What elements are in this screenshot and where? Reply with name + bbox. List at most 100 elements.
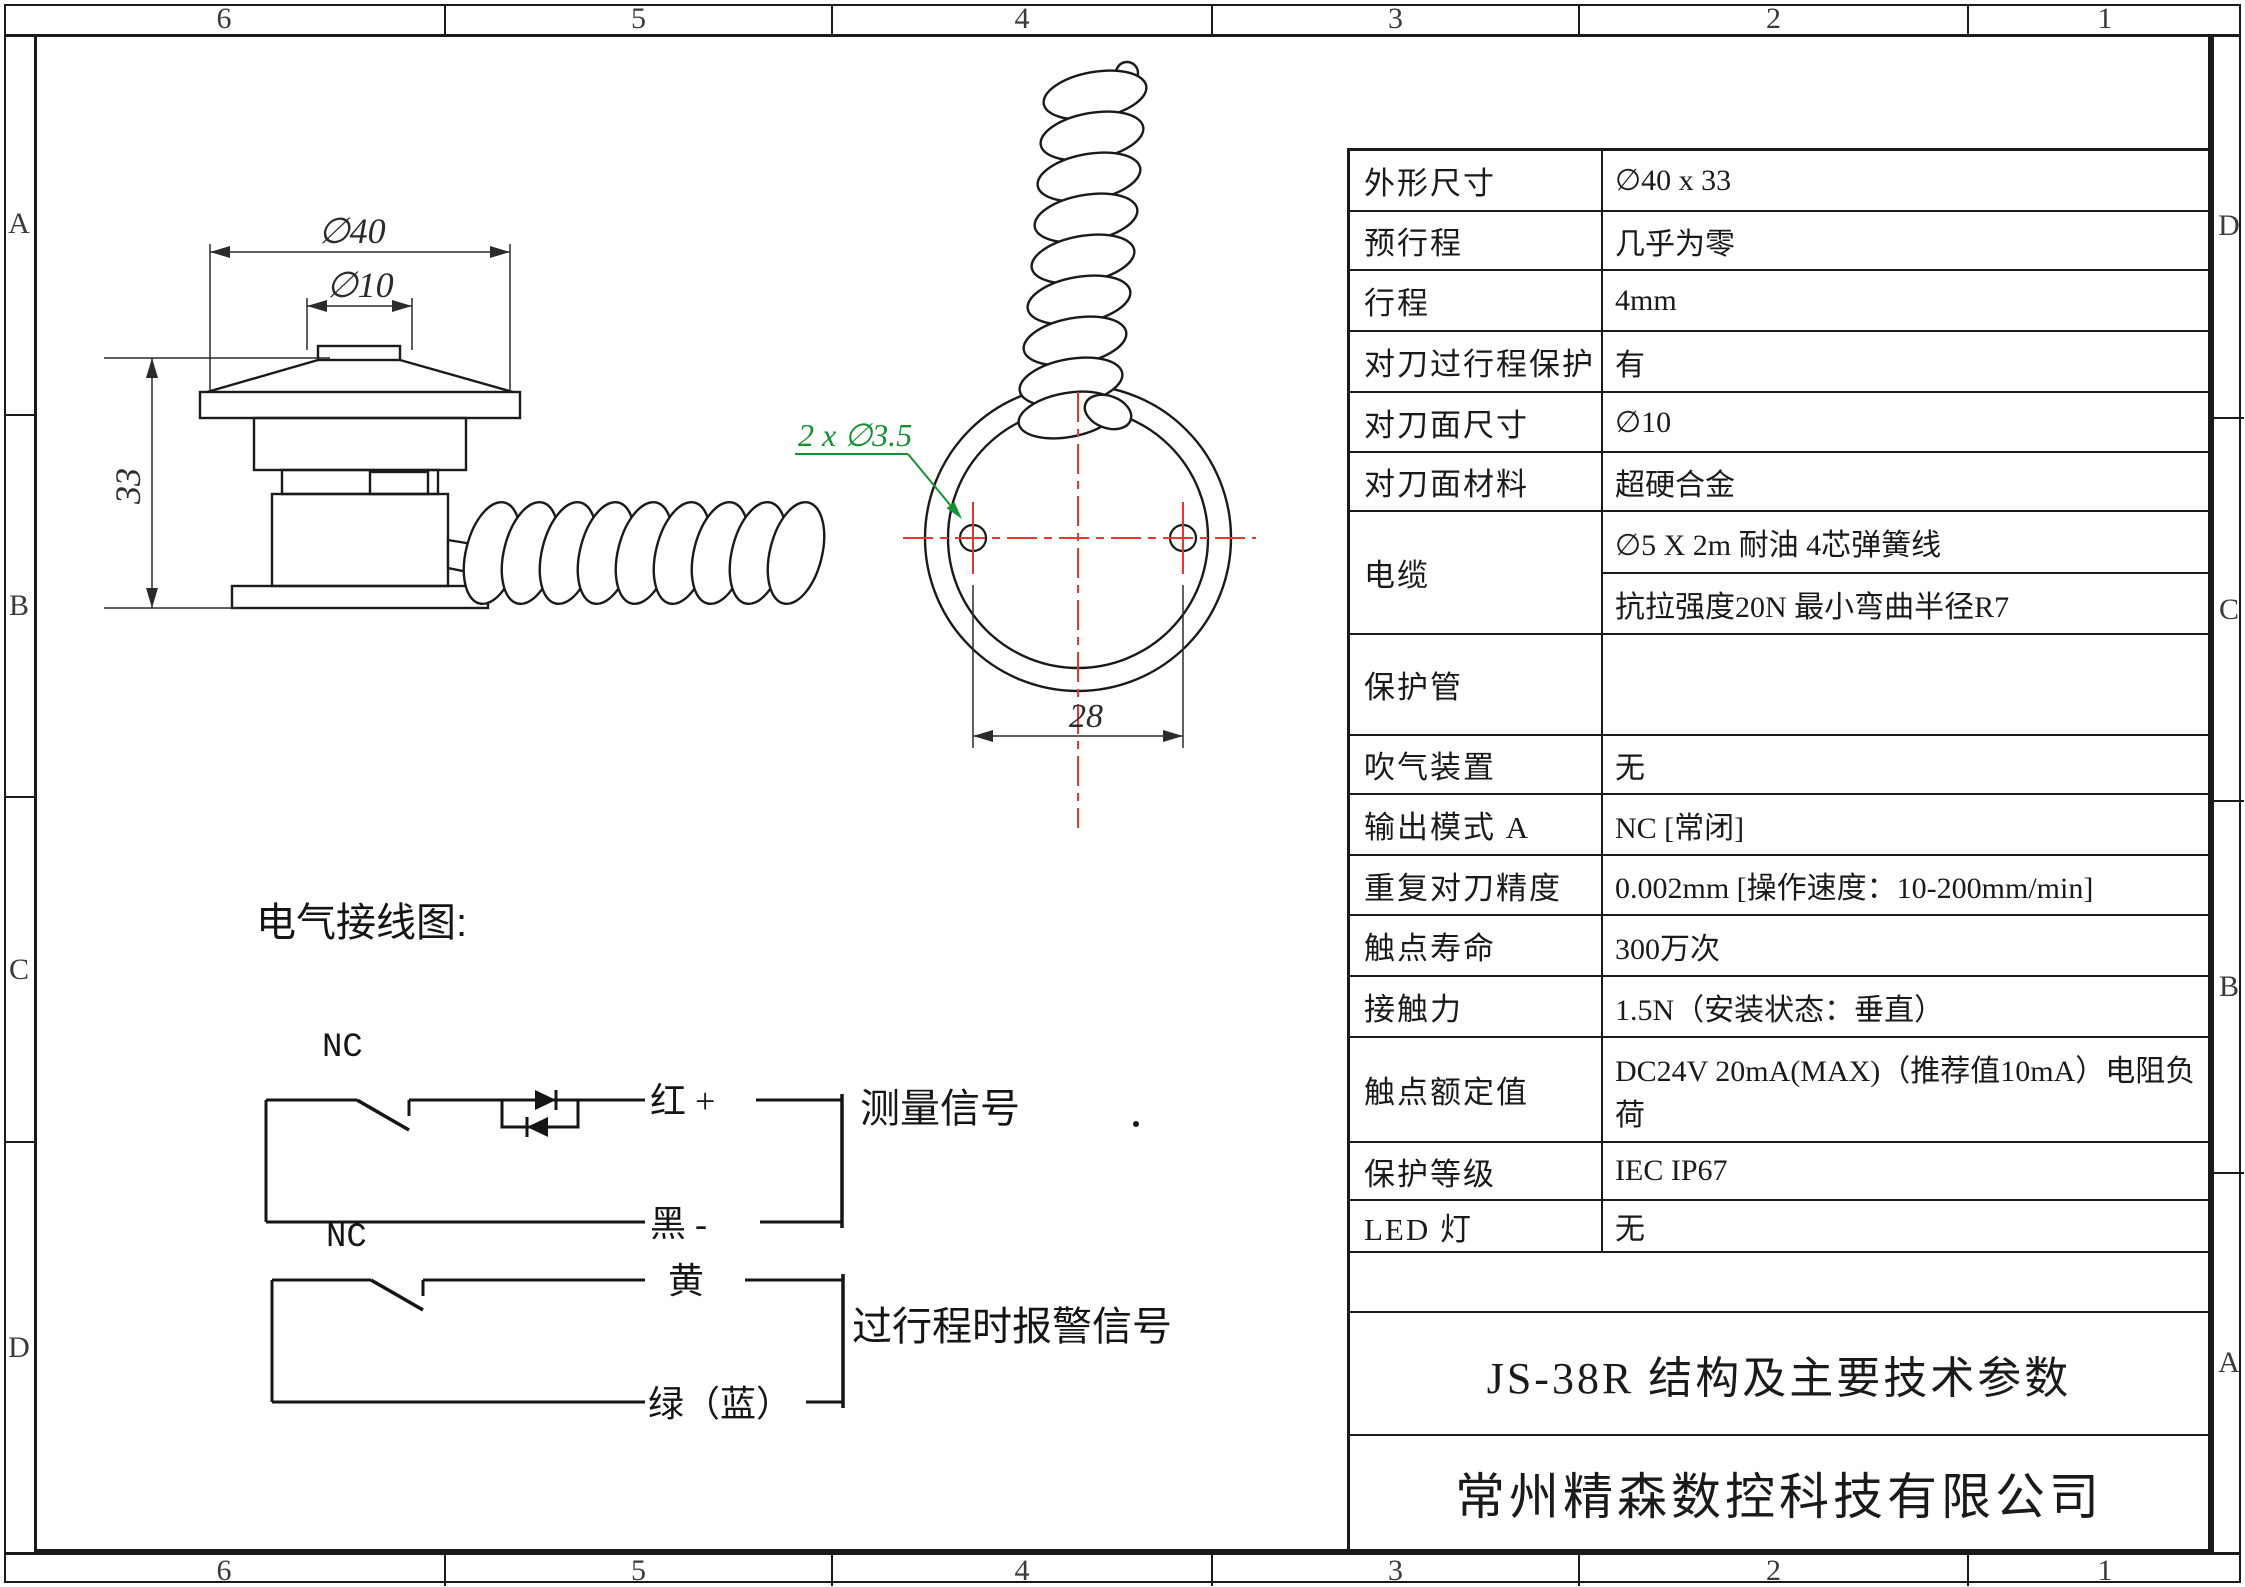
spec-value: 抗拉强度20N 最小弯曲半径R7 xyxy=(1615,590,2010,624)
spec-row: 吹气装置 无 xyxy=(1350,736,2208,795)
signal-alarm-label: 过行程时报警信号 xyxy=(852,1304,1172,1349)
zone-row: B xyxy=(4,416,34,798)
zone-label: D xyxy=(8,1330,30,1364)
zone-label: 6 xyxy=(216,1553,232,1587)
border-band-right: D C B A xyxy=(2211,34,2244,1552)
zone-label: A xyxy=(2218,1346,2240,1379)
wire-green-blue: 绿（蓝） xyxy=(648,1384,792,1424)
spec-row: 输出模式 A NC [常闭] xyxy=(1350,795,2208,856)
wiring-circuit-alarm xyxy=(270,1274,845,1408)
zone-column: 2 xyxy=(1580,2,1969,35)
zone-label: 2 xyxy=(1766,2,1781,35)
zone-column: 1 xyxy=(1969,2,2241,35)
spec-value: 无 xyxy=(1615,1213,1645,1246)
spec-value xyxy=(1603,635,2208,734)
dim-face-diameter: ∅10 xyxy=(326,265,393,305)
spec-value: ∅5 X 2m 耐油 4芯弹簧线 xyxy=(1603,512,2208,574)
top-view-centerlines xyxy=(903,392,1256,828)
zone-label: 4 xyxy=(1014,2,1030,35)
spec-value: 几乎为零 xyxy=(1615,227,1735,261)
zone-label: C xyxy=(2218,592,2239,626)
spec-value: DC24V 20mA(MAX)（推荐值10mA）电阻负荷 xyxy=(1615,1054,2196,1132)
spec-label: 对刀面材料 xyxy=(1350,453,1603,510)
spec-label: 保护等级 xyxy=(1350,1143,1603,1199)
spec-value: 0.002mm [操作速度：10-200mm/min] xyxy=(1615,872,2094,905)
spec-value-stack: ∅5 X 2m 耐油 4芯弹簧线 抗拉强度20N 最小弯曲半径R7 xyxy=(1603,512,2208,633)
zone-label: C xyxy=(8,952,29,986)
spec-row: 行程 4mm xyxy=(1350,271,2208,332)
wiring-diagram: 电气接线图: NC 红 + 黑 - 测 xyxy=(256,901,1172,1424)
spec-label: 预行程 xyxy=(1350,212,1603,269)
dim-hole-spacing: 28 xyxy=(1069,698,1103,735)
zone-label: 2 xyxy=(1766,1553,1781,1587)
zone-label: 4 xyxy=(1014,1553,1030,1587)
zone-row: B xyxy=(2214,802,2244,1174)
spec-row: 预行程 几乎为零 xyxy=(1350,212,2208,271)
border-band-bottom: 6 5 4 3 2 1 xyxy=(4,1552,2241,1587)
spec-label: 触点寿命 xyxy=(1350,916,1603,975)
zone-column: 1 xyxy=(1969,1554,2241,1587)
contact-nc-2: NC xyxy=(326,1219,367,1257)
spec-row: 保护等级 IEC IP67 xyxy=(1350,1143,2208,1201)
spec-row: 触点额定值 DC24V 20mA(MAX)（推荐值10mA）电阻负荷 xyxy=(1350,1038,2208,1143)
spec-value: IEC IP67 xyxy=(1615,1154,1728,1187)
spec-row: 保护管 xyxy=(1350,635,2208,736)
zone-column: 3 xyxy=(1213,1553,1580,1587)
spec-label: 接触力 xyxy=(1350,977,1603,1036)
zone-label: B xyxy=(2218,970,2239,1003)
zone-column: 5 xyxy=(446,2,833,35)
wiring-circuit-measure xyxy=(264,1090,1139,1228)
wiring-heading: 电气接线图: xyxy=(256,901,467,945)
zone-label: 3 xyxy=(1388,1553,1403,1587)
spec-row: 外形尺寸 ∅40 x 33 xyxy=(1350,151,2208,212)
top-coil-cable xyxy=(1017,60,1148,440)
company-name: 常州精森数控科技有限公司 xyxy=(1455,1468,2103,1525)
wire-yellow: 黄 xyxy=(668,1261,704,1301)
spec-label: LED 灯 xyxy=(1350,1201,1603,1251)
spec-label: 外形尺寸 xyxy=(1350,151,1603,210)
spec-value: ∅40 x 33 xyxy=(1615,164,1732,197)
spec-row: 对刀面材料 超硬合金 xyxy=(1350,453,2208,512)
spec-label: 触点额定值 xyxy=(1350,1038,1603,1141)
spec-value: 有 xyxy=(1615,348,1645,382)
spec-label: 对刀面尺寸 xyxy=(1350,393,1603,451)
wire-black-minus: 黑 - xyxy=(650,1204,707,1244)
zone-column: 2 xyxy=(1580,1553,1969,1587)
zone-label: D xyxy=(2218,208,2240,242)
spec-row-cable: 电缆 ∅5 X 2m 耐油 4芯弹簧线 抗拉强度20N 最小弯曲半径R7 xyxy=(1350,512,2208,635)
spec-row: 对刀面尺寸 ∅10 xyxy=(1350,393,2208,453)
spec-label: 对刀过行程保护 xyxy=(1350,332,1603,391)
spec-label: 输出模式 A xyxy=(1350,795,1603,854)
spec-value: 4mm xyxy=(1615,283,1677,317)
zone-column: 5 xyxy=(446,1553,833,1587)
zone-label: 5 xyxy=(631,1553,646,1587)
zone-row: A xyxy=(2214,1174,2244,1552)
spec-label: 行程 xyxy=(1350,271,1603,330)
holes-note: 2 x ∅3.5 xyxy=(798,417,912,453)
spec-label: 重复对刀精度 xyxy=(1350,856,1603,914)
spec-value: 1.5N（安装状态：垂直） xyxy=(1615,993,1945,1027)
spec-row: 重复对刀精度 0.002mm [操作速度：10-200mm/min] xyxy=(1350,856,2208,916)
spec-label: 电缆 xyxy=(1350,512,1603,633)
spec-table: 外形尺寸 ∅40 x 33 预行程 几乎为零 行程 4mm 对刀过行程保护 有 … xyxy=(1347,148,2211,1552)
spec-label: 保护管 xyxy=(1350,635,1603,734)
zone-column: 3 xyxy=(1213,2,1580,35)
zone-label: 3 xyxy=(1388,2,1403,35)
spec-row: 对刀过行程保护 有 xyxy=(1350,332,2208,393)
zone-label: A xyxy=(8,207,30,240)
zone-label: 1 xyxy=(2097,2,2113,35)
spec-value: 超硬合金 xyxy=(1615,468,1735,502)
zone-column: 4 xyxy=(833,2,1213,35)
zone-row: C xyxy=(4,798,34,1143)
side-view-dimensions xyxy=(104,244,511,609)
zone-label: 5 xyxy=(631,2,646,35)
contact-nc-1: NC xyxy=(322,1029,363,1067)
zone-row: D xyxy=(4,1143,34,1552)
spec-value: ∅10 xyxy=(1615,405,1672,439)
spec-spacer-row xyxy=(1350,1253,2208,1313)
top-view-dimensions xyxy=(972,585,1184,748)
signal-measure-label: 测量信号 xyxy=(860,1086,1020,1131)
zone-label: B xyxy=(8,589,29,622)
